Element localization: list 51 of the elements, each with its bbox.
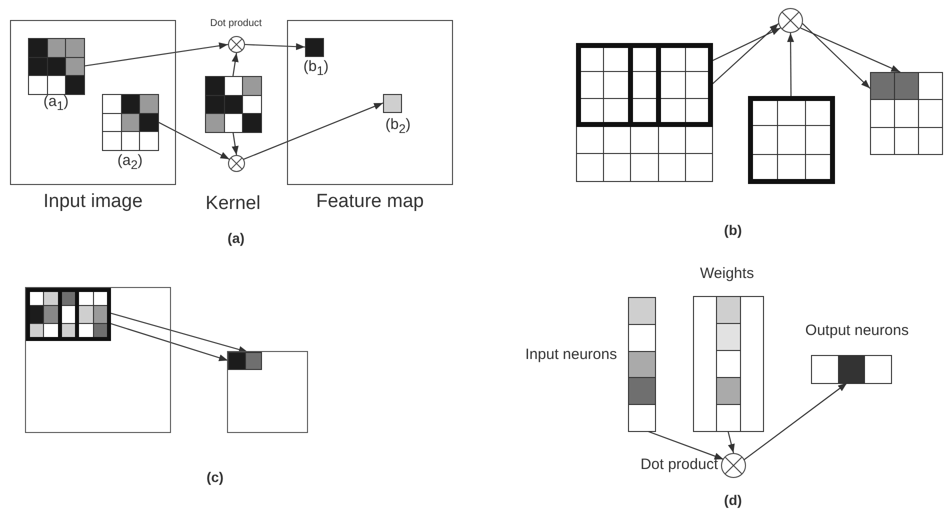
node-label: Output neurons [804,322,910,340]
arrow [232,132,239,156]
multiply-operator [721,453,746,478]
arrow [744,382,848,460]
node-label: (a$_{2}$) [116,152,144,172]
node-label: Input neurons [525,346,617,364]
pixel-grid [628,297,655,431]
arrow [727,430,735,454]
feature-map-square [25,287,171,433]
arrow [158,122,230,160]
arrow [243,102,384,160]
pixel-grid [102,94,158,150]
arrow [232,52,239,76]
multiply-operator [778,8,803,33]
arrow [84,42,228,67]
pixel-grid [228,352,261,369]
pixel-grid [26,288,110,340]
arrow [244,43,306,50]
arrow [110,322,228,362]
arrow [646,430,724,460]
pixel-grid [693,296,763,431]
node-label: (b$_{1}$) [302,58,330,78]
arrow [712,28,781,62]
arrow [712,23,779,85]
pixel-grid [870,72,942,154]
panel-label: (a) [226,230,246,246]
multiply-operator [228,155,245,172]
pixel-grid [811,355,891,383]
arrow [800,28,900,72]
node-label: Dot product [640,456,718,474]
node-label: Dot product [209,18,263,30]
node-label: (b$_{2}$) [384,116,412,136]
panel-label: (c) [205,469,225,486]
arrow [110,312,248,353]
multiply-operator [228,36,245,53]
panel-title: Feature map [315,191,425,213]
node-label: Weights [699,265,755,282]
pixel-grid [576,43,712,181]
node-label: (a$_{1}$) [42,93,70,114]
column-title: Kernel [204,193,262,215]
pixel-grid [28,38,84,94]
panel-label: (d) [723,492,743,508]
panel-label: (b) [723,222,743,238]
feature-map-square [227,351,308,433]
arrow [787,33,794,96]
pixel-grid [383,94,401,112]
pixel-grid [205,76,261,132]
panel-title: Input image [42,191,144,213]
pixel-grid [748,96,834,183]
arrow [802,23,870,89]
pixel-grid [305,38,323,56]
